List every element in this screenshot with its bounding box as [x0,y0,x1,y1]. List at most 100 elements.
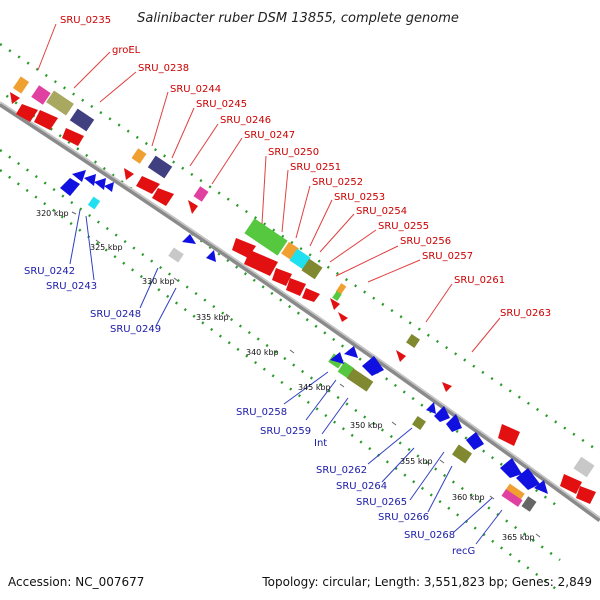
forward-arrow[interactable] [576,486,596,504]
kbp-ticks: 320 kbp 325 kbp 330 kbp 335 kbp 340 kbp … [36,209,535,542]
gene-label[interactable]: SRU_0258 [236,407,287,418]
reverse-arrow[interactable] [362,356,384,376]
gene-sru-0261[interactable] [406,334,420,348]
forward-arrow[interactable] [124,168,134,180]
gene-label[interactable]: SRU_0268 [404,530,455,541]
gene-label[interactable]: SRU_0251 [290,162,341,173]
gene-label[interactable]: SRU_0265 [356,497,407,508]
gene-label[interactable]: SRU_0252 [312,177,363,188]
gene-label[interactable]: SRU_0256 [400,236,451,247]
gene-label[interactable]: SRU_0263 [500,308,551,319]
gene-label[interactable]: SRU_0238 [138,63,189,74]
gene-label[interactable]: SRU_0247 [244,130,295,141]
forward-arrow[interactable] [244,250,278,276]
gene-label[interactable]: SRU_0243 [46,281,97,292]
gene-label[interactable]: SRU_0255 [378,221,429,232]
forward-arrow[interactable] [188,200,198,214]
gene-sru-0268[interactable] [505,483,525,501]
gene-sru-0247[interactable] [193,186,209,202]
gene-groel[interactable] [31,85,51,105]
forward-genes [10,76,596,504]
forward-arrow[interactable] [330,298,340,310]
reverse-arrow[interactable] [182,234,196,244]
gene-sru-0264[interactable] [452,444,472,464]
reverse-arrow[interactable] [206,250,216,262]
gene-sru-0262[interactable] [412,416,426,430]
forward-arrow[interactable] [152,188,174,206]
gene-recg[interactable] [501,489,523,507]
reverse-arrow[interactable] [330,352,344,364]
forward-arrow[interactable] [136,176,160,194]
gene-grey[interactable] [521,496,537,512]
gene-sru-0252[interactable] [289,248,311,270]
gene-label[interactable]: SRU_0259 [260,426,311,437]
reverse-arrow[interactable] [94,178,106,190]
reverse-arrow[interactable] [344,346,358,358]
gene-sru-0243[interactable] [87,196,101,210]
gene-sru-0253[interactable] [301,258,323,280]
reverse-arrow[interactable] [500,458,522,478]
gene-purple-1[interactable] [69,108,95,132]
gene-sru-0245[interactable] [147,155,173,179]
forward-arrow[interactable] [396,350,406,362]
reverse-gene-labels: SRU_0242 SRU_0243 SRU_0248 SRU_0249 SRU_… [24,266,475,557]
reverse-arrow[interactable] [446,414,462,432]
gene-sru-0256[interactable] [335,283,347,295]
gene-sru-0263[interactable] [573,456,595,478]
forward-arrow[interactable] [338,312,348,322]
reverse-arrow[interactable] [534,480,548,494]
forward-arrow[interactable] [34,110,58,130]
reverse-arrow[interactable] [516,468,540,490]
gene-label[interactable]: SRU_0246 [220,115,271,126]
forward-arrow[interactable] [442,382,452,392]
reverse-arrow[interactable] [60,178,80,196]
gene-label[interactable]: SRU_0257 [422,251,473,262]
gene-label[interactable]: SRU_0261 [454,275,505,286]
gene-sru-0235[interactable] [12,76,30,94]
reverse-arrow[interactable] [104,182,114,192]
forward-arrow[interactable] [286,278,306,296]
reverse-arrow[interactable] [466,432,484,450]
kbp-tick-label: 335 kbp [196,313,229,322]
kbp-tick-label: 325 kbp [90,243,123,252]
gene-label[interactable]: groEL [112,45,141,56]
gene-label[interactable]: SRU_0266 [378,512,429,523]
forward-arrow[interactable] [16,104,38,122]
map-title: Salinibacter ruber DSM 13855, complete g… [137,11,459,26]
reverse-arrow[interactable] [426,402,436,414]
gene-label[interactable]: recG [452,546,475,557]
dotted-tracks [0,42,600,593]
gene-sru-0244[interactable] [131,148,147,164]
gene-label[interactable]: SRU_0262 [316,465,367,476]
gene-label[interactable]: SRU_0242 [24,266,75,277]
gene-label[interactable]: SRU_0253 [334,192,385,203]
forward-arrow[interactable] [498,424,520,446]
gene-label[interactable]: SRU_0235 [60,15,111,26]
gene-label[interactable]: SRU_0249 [110,324,161,335]
reverse-arrow[interactable] [72,170,86,182]
forward-arrow[interactable] [62,128,84,146]
gene-label[interactable]: SRU_0244 [170,84,221,95]
forward-arrow[interactable] [560,474,582,494]
forward-gene-labels: SRU_0235 groEL SRU_0238 SRU_0244 SRU_024… [60,15,551,319]
reverse-arrow[interactable] [84,174,96,186]
gene-sru-0248[interactable] [168,247,184,263]
forward-arrow[interactable] [10,92,20,104]
gene-label[interactable]: SRU_0254 [356,206,407,217]
gene-sru-0251[interactable] [281,241,299,261]
gene-sru-0250[interactable] [244,218,288,256]
gene-label[interactable]: Int [314,438,327,449]
gene-label[interactable]: SRU_0264 [336,481,387,492]
gene-int[interactable] [346,368,374,392]
gene-label[interactable]: SRU_0245 [196,99,247,110]
forward-arrow[interactable] [272,268,292,286]
gene-sru-0255[interactable] [332,291,342,301]
kbp-tick-marks [71,211,541,538]
gene-label[interactable]: SRU_0250 [268,147,319,158]
forward-arrow[interactable] [302,288,320,302]
reverse-arrow[interactable] [434,406,450,422]
gene-sru-0238[interactable] [46,90,74,116]
gene-label[interactable]: SRU_0248 [90,309,141,320]
kbp-tick-label: 355 kbp [400,457,433,466]
kbp-tick-label: 320 kbp [36,209,69,218]
